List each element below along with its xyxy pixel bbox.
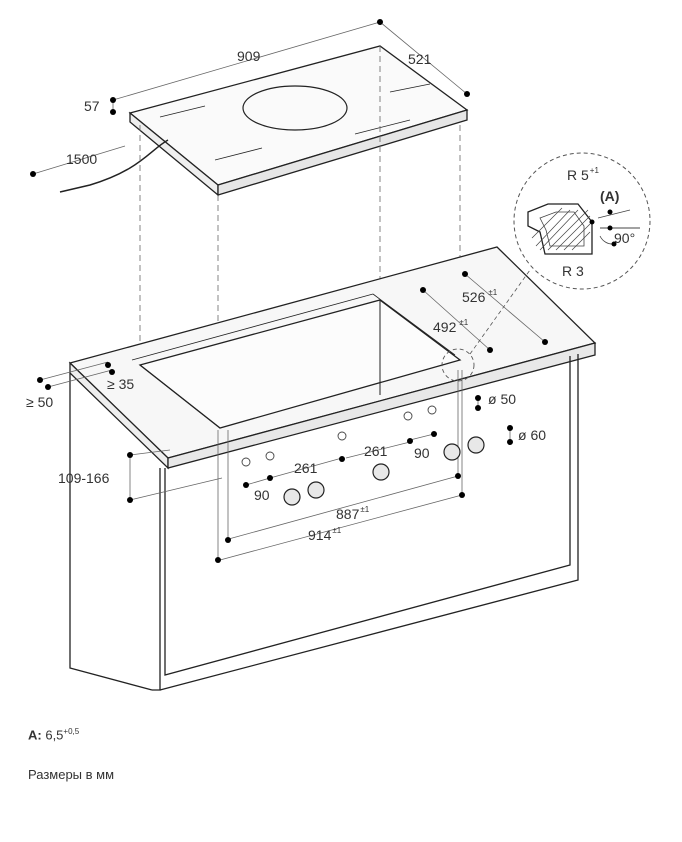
- dim-cooktop-width: 909: [237, 48, 261, 64]
- detail-marker: (A): [600, 188, 619, 204]
- control-knobs: [283, 436, 485, 506]
- knob-2: [307, 481, 325, 499]
- detail-leader: [469, 269, 531, 355]
- dim-cutout-length-inner: 887±1: [336, 505, 370, 522]
- knob-dimension-lines: [245, 398, 511, 486]
- dim-cutout-depth-outer: 526±1: [462, 288, 498, 305]
- dim-knob-spacing-d: 90: [414, 445, 430, 461]
- cooktop-dimension-dots: [30, 19, 470, 177]
- cutout-dimension-dots: [37, 271, 548, 563]
- dim-min-front: ≥ 50: [26, 394, 53, 410]
- dim-worktop-height: 109-166: [58, 470, 110, 486]
- cabinet: [68, 246, 597, 691]
- dim-hole-large: ø 60: [518, 427, 546, 443]
- detail-reference-circle: [441, 348, 475, 382]
- dim-cutout-depth-inner: 492±1: [433, 318, 469, 335]
- detail-section: [527, 203, 640, 255]
- detail-radius-top: R 5+1: [567, 166, 599, 183]
- knob-1: [283, 488, 301, 506]
- dim-cutout-length-outer: 914±1: [308, 526, 342, 543]
- knob-dimension-dots: [243, 395, 513, 488]
- dim-cooktop-height: 57: [84, 98, 100, 114]
- dim-knob-spacing-c: 261: [364, 443, 388, 459]
- dim-min-side: ≥ 35: [107, 376, 134, 392]
- power-cable: [59, 139, 169, 193]
- detail-dots: [589, 209, 617, 247]
- knob-hole-markers: [241, 405, 437, 467]
- dim-cooktop-depth: 521: [408, 51, 432, 67]
- note-a-value: 6,5: [45, 727, 64, 743]
- dim-knob-spacing-a: 90: [254, 487, 270, 503]
- note-units: Размеры в мм: [28, 767, 115, 782]
- dim-hole-small: ø 50: [488, 391, 516, 407]
- knob-3: [372, 463, 390, 481]
- dim-knob-spacing-b: 261: [294, 460, 318, 476]
- note-a-tolerance: +0,5: [63, 727, 80, 736]
- cooktop: [128, 45, 469, 197]
- detail-angle: 90°: [614, 230, 635, 246]
- cutout-dimension-lines: [39, 273, 546, 561]
- note-dimension-a: A: 6,5+0,5: [28, 727, 79, 742]
- note-a-label: A:: [28, 727, 42, 743]
- installation-diagram: 909 521 57 1500: [26, 19, 651, 691]
- detail-radius-bottom: R 3: [562, 263, 584, 279]
- knob-4: [443, 443, 461, 461]
- knob-5: [467, 436, 485, 454]
- dim-cable-length: 1500: [66, 151, 97, 167]
